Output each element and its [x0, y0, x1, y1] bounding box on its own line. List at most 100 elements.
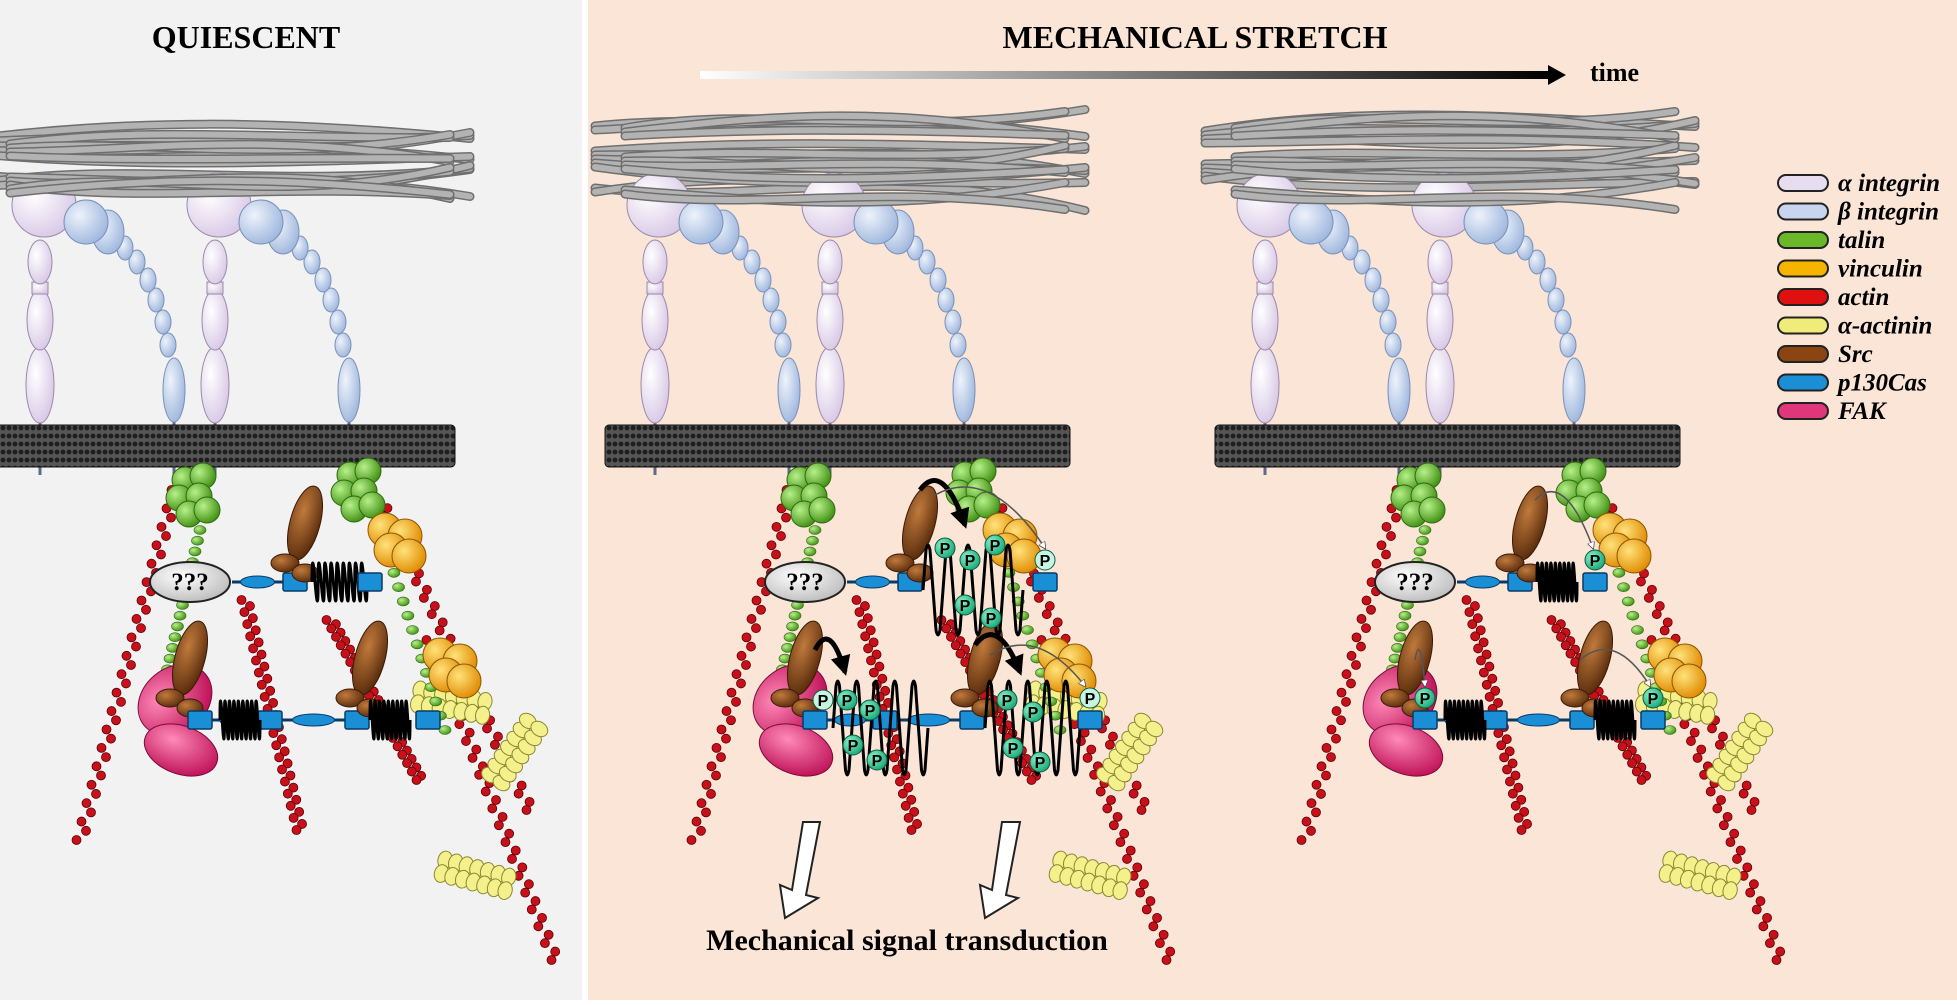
actin-monomer	[1139, 796, 1150, 807]
folded-coil	[1443, 699, 1487, 741]
actin-monomer	[851, 595, 862, 605]
actin-monomer	[1351, 660, 1361, 670]
actin-monomer	[256, 679, 267, 690]
actin-monomer	[946, 631, 956, 642]
actin-monomer	[517, 862, 528, 873]
talin-domain	[788, 610, 802, 621]
actin-monomer	[1326, 752, 1336, 763]
actin-monomer	[265, 685, 276, 696]
actin-monomer	[746, 641, 756, 652]
alpha-leg-lower	[1250, 346, 1280, 424]
actin-monomer	[533, 921, 544, 932]
legend-label: β integrin	[1837, 199, 1939, 226]
phosphate-label: P	[1085, 691, 1096, 708]
actin-monomer	[116, 696, 126, 707]
actin-monomer	[1762, 912, 1772, 923]
plasma-membrane	[1214, 424, 1681, 468]
beta-bead	[1547, 287, 1565, 313]
actin-monomer	[1472, 613, 1483, 624]
actin-monomer	[454, 719, 465, 730]
actin-monomer	[277, 764, 287, 775]
alpha-thigh	[27, 239, 53, 285]
p130cas-linker	[282, 713, 345, 727]
phosphorylation-arrow-faint	[934, 486, 1045, 548]
actinin-repeat	[530, 720, 549, 738]
lipid-bilayer	[0, 424, 456, 468]
vinculin-lobe	[1671, 663, 1707, 699]
actin-monomer	[546, 955, 557, 965]
actin-monomer	[906, 794, 917, 805]
actin-monomer	[493, 820, 504, 831]
fiber	[7, 141, 453, 165]
actin-monomer	[116, 669, 127, 680]
actin-monomer	[1505, 776, 1515, 787]
actin-monomer	[1749, 796, 1760, 807]
legend-label: talin	[1838, 227, 1885, 254]
beta-bead	[762, 287, 780, 313]
actin-monomer	[1346, 650, 1357, 661]
alpha-leg-mid	[26, 289, 54, 351]
actin-monomer	[326, 623, 337, 634]
phosphate: P	[1034, 549, 1056, 571]
talin-domain	[1416, 535, 1429, 546]
beta-bead	[159, 332, 177, 358]
actin-monomer	[1513, 812, 1524, 823]
actin-monomer	[1161, 955, 1172, 965]
actin-monomer	[282, 788, 293, 799]
actin-monomer	[245, 631, 256, 642]
vinculin	[1037, 637, 1097, 699]
actin-monomer	[781, 512, 791, 523]
actin-monomer	[1381, 549, 1391, 560]
actin-monomer	[1044, 601, 1055, 611]
actin-monomer	[1551, 623, 1562, 634]
actin-monomer	[111, 715, 121, 726]
actin-monomer	[726, 687, 737, 698]
actin-monomer	[268, 728, 279, 739]
p130cas-substrate-domain-stretched	[983, 679, 1082, 777]
actin-monomer	[721, 733, 731, 744]
actin-monomer	[510, 845, 521, 856]
alpha-thigh	[1427, 239, 1453, 285]
actin-monomer	[741, 632, 752, 643]
actin-monomer	[76, 816, 87, 827]
p130cas-linker	[232, 575, 283, 589]
time-label: time	[1590, 58, 1639, 87]
talin-domain	[1418, 525, 1432, 535]
actin-monomer	[863, 643, 873, 654]
actin-monomer	[493, 731, 503, 742]
actin-monomer	[1686, 736, 1696, 746]
actin-monomer	[126, 660, 136, 670]
actin-monomer	[1316, 789, 1326, 799]
actin-monomer	[1679, 719, 1690, 730]
src-kinase	[1495, 485, 1549, 583]
talin-head	[1390, 462, 1446, 528]
p130cas-substrate-domain-folded	[368, 699, 412, 741]
src-sh2	[1380, 688, 1410, 708]
stretched-coil	[921, 543, 1025, 637]
phosphorylation-arrow-faint	[1414, 648, 1425, 686]
actin-monomer	[490, 739, 500, 750]
actin-monomer	[895, 776, 905, 787]
phosphate: P	[866, 749, 888, 771]
phosphate-circle	[996, 689, 1018, 711]
actin-monomer	[91, 789, 101, 799]
fiber	[1232, 112, 1678, 142]
beta-integrin	[1463, 199, 1586, 510]
actin-monomer	[857, 619, 868, 630]
legend-item: actin	[1777, 284, 1889, 311]
p130cas-domain	[1412, 710, 1438, 730]
actin-monomer	[520, 887, 531, 898]
talin-domain	[1021, 625, 1034, 635]
actin-monomer	[422, 584, 432, 595]
actinin-repeat	[1755, 720, 1774, 738]
talin-domain	[803, 546, 817, 557]
actin-monomer	[776, 531, 786, 541]
actin-monomer	[71, 835, 82, 845]
phosphate: P	[984, 534, 1006, 556]
actin-monomer	[101, 724, 112, 735]
alpha-leg-lower	[640, 346, 670, 424]
vinculin-lobe	[391, 538, 427, 574]
actin-monomer	[1356, 614, 1367, 624]
phosphate-circle	[984, 534, 1006, 556]
